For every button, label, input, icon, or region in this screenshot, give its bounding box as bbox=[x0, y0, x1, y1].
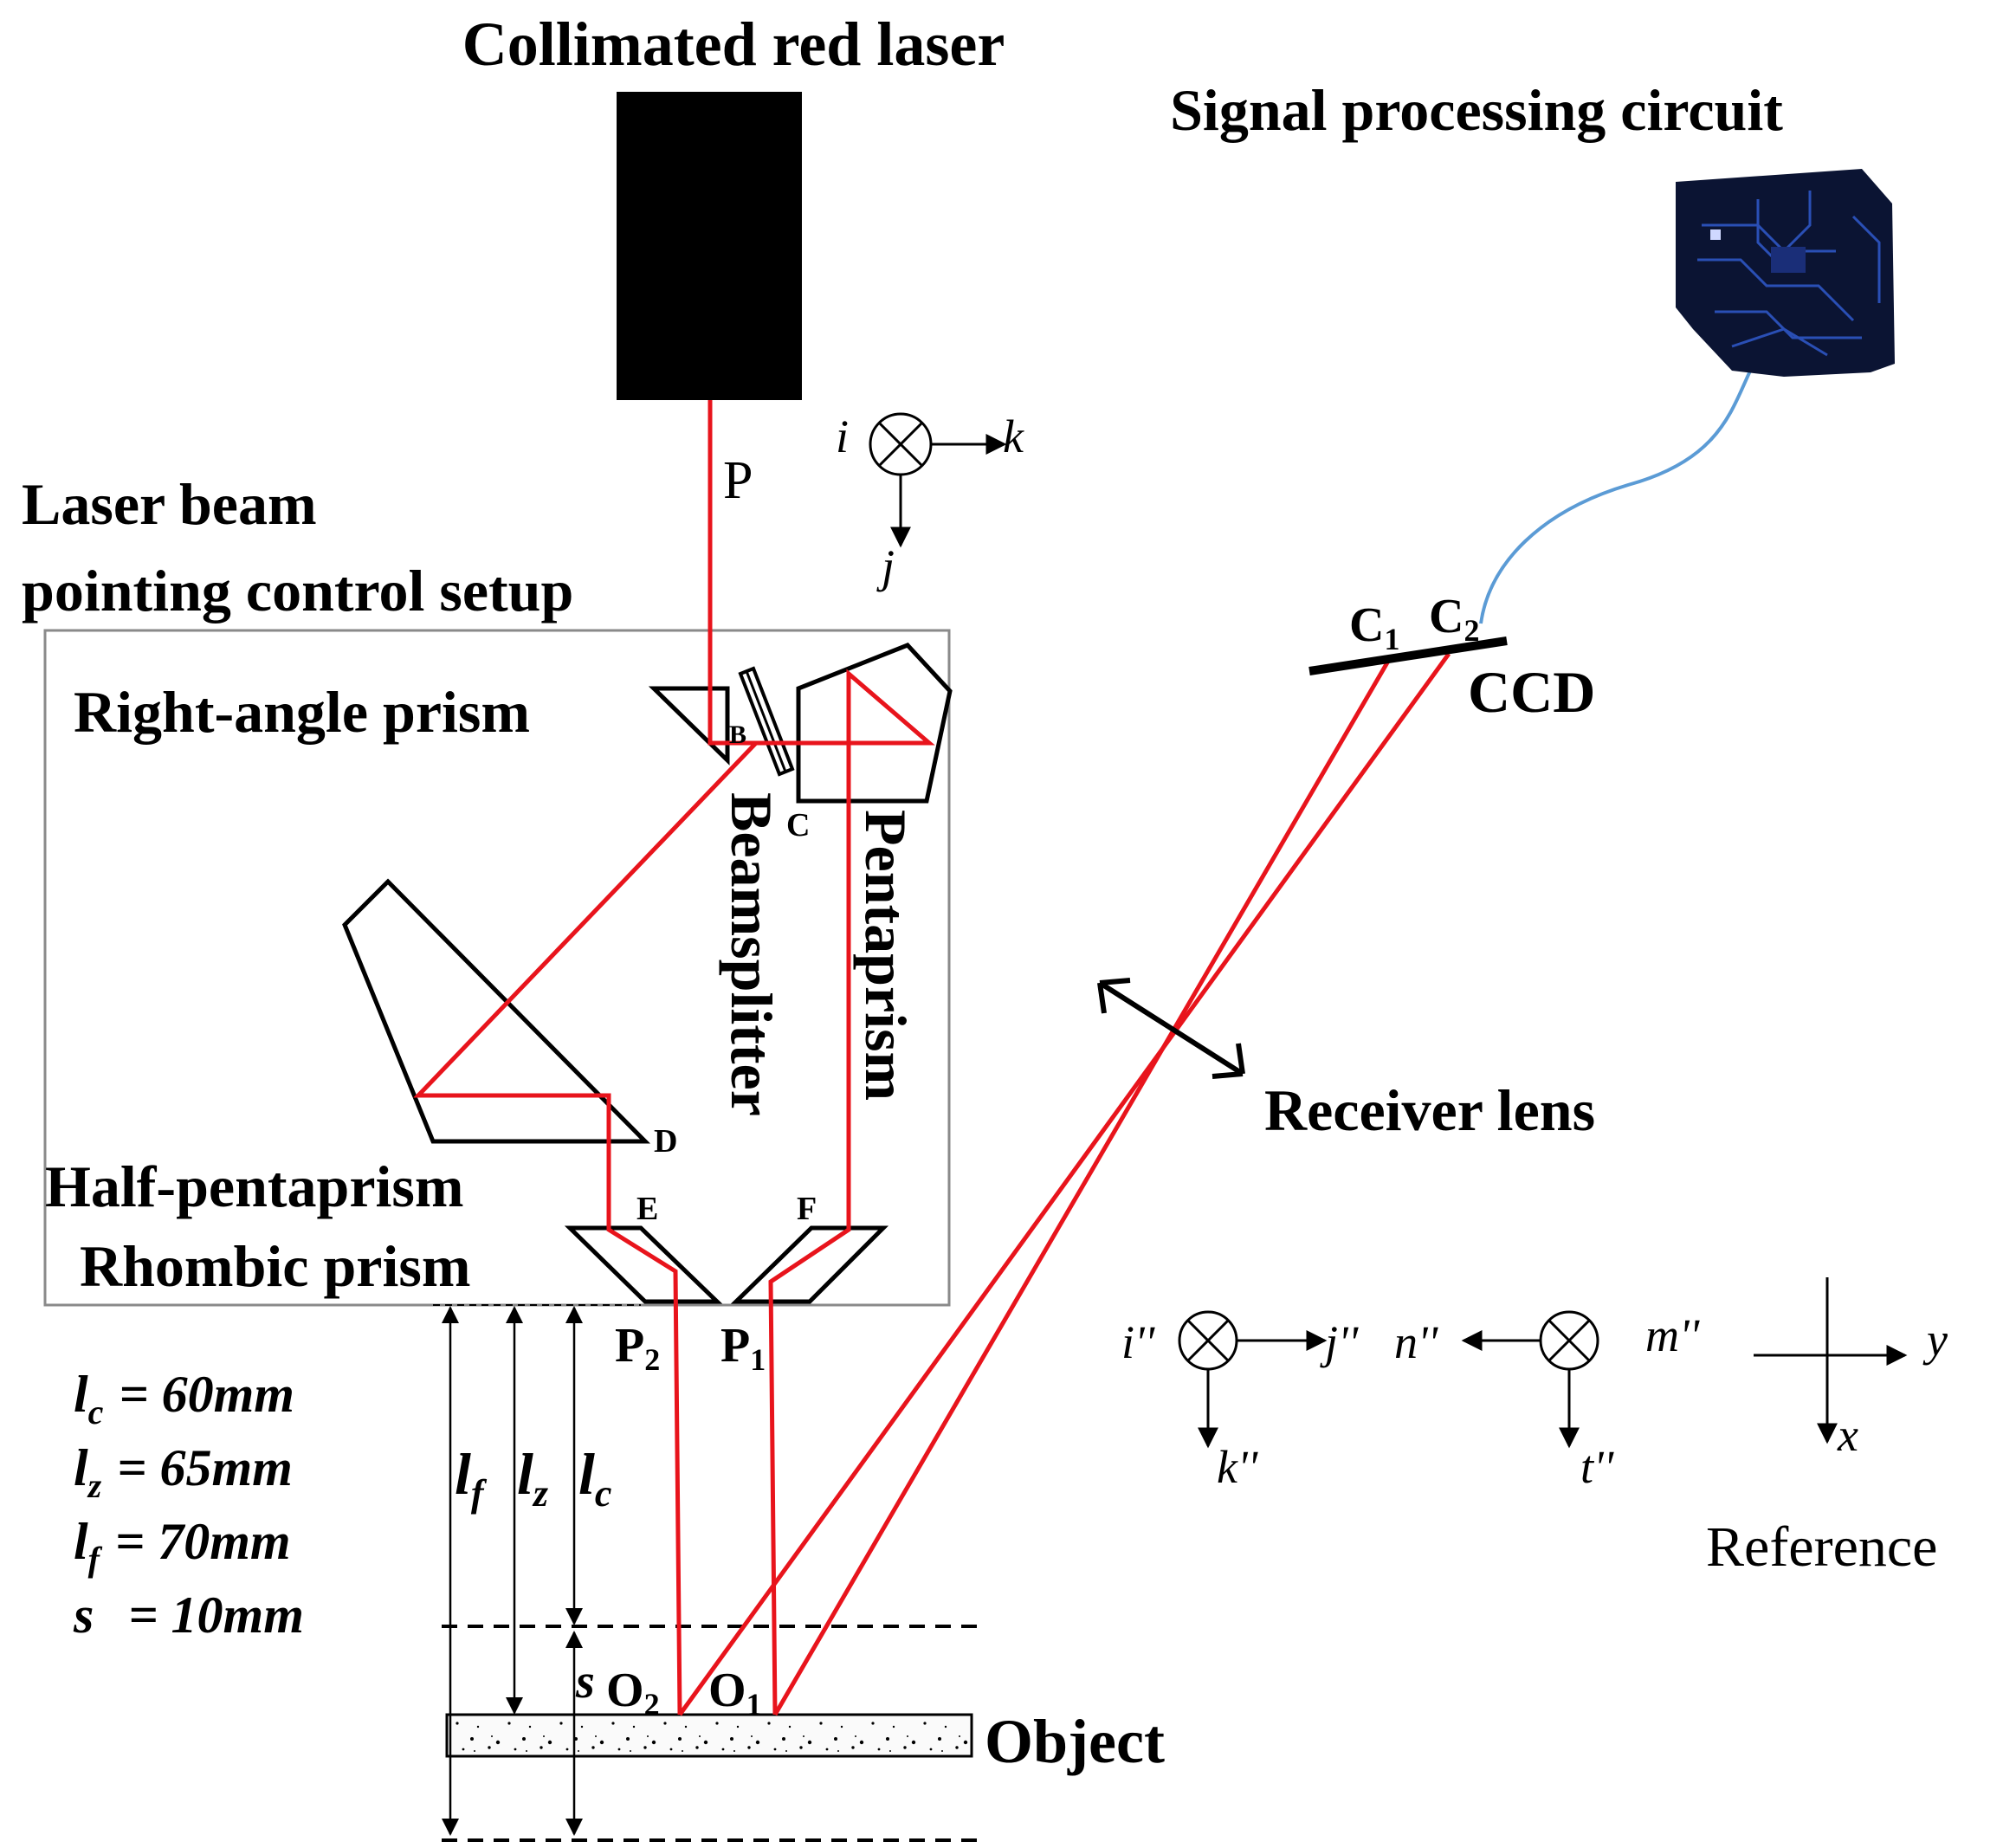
point-d-label: D bbox=[654, 1123, 677, 1160]
axis-k-label: k bbox=[1003, 410, 1024, 462]
beamsplitter-label: Beamsplitter bbox=[719, 792, 785, 1116]
axis-x-label: x bbox=[1837, 1409, 1858, 1461]
axis-t2-label: t'' bbox=[1580, 1441, 1615, 1493]
axis-j-label: j bbox=[876, 540, 895, 592]
ccd-label: CCD bbox=[1468, 659, 1595, 725]
point-b-label: B bbox=[729, 720, 746, 749]
axis-y-label: y bbox=[1922, 1314, 1948, 1366]
point-c1-label: C1 bbox=[1349, 598, 1399, 656]
object-plate bbox=[445, 1713, 973, 1758]
reference-axis-frame bbox=[1754, 1277, 1908, 1444]
rhombic-prism-label: Rhombic prism bbox=[80, 1233, 470, 1299]
dim-s-row: s= 10mm bbox=[73, 1586, 304, 1644]
point-p1-label: P1 bbox=[720, 1319, 766, 1377]
marker-lc: lc bbox=[578, 1441, 611, 1515]
point-c-label: C bbox=[786, 807, 810, 843]
top-axis-frame bbox=[869, 412, 1007, 548]
object-axis-frame bbox=[1461, 1310, 1599, 1449]
axis-n2-label: n'' bbox=[1394, 1316, 1439, 1368]
beamsplitter-plate bbox=[738, 666, 795, 777]
dim-lc-row: lc= 60mm bbox=[74, 1366, 294, 1431]
pentaprism bbox=[796, 643, 953, 804]
laser-label: Collimated red laser bbox=[462, 10, 1005, 79]
dim-lz-row: lz= 65mm bbox=[74, 1439, 293, 1505]
axis-i-label: i bbox=[836, 410, 849, 462]
point-o2-label: O2 bbox=[606, 1664, 660, 1722]
receiver-lens bbox=[1098, 980, 1244, 1076]
laser-body bbox=[617, 92, 802, 400]
point-e-label: E bbox=[636, 1191, 658, 1227]
signal-cable bbox=[1479, 363, 1755, 624]
reference-label: Reference bbox=[1706, 1515, 1937, 1579]
point-c2-label: C2 bbox=[1429, 590, 1479, 648]
point-o1-label: O1 bbox=[708, 1664, 762, 1722]
point-p2-label: P2 bbox=[615, 1319, 660, 1377]
axis-m2-label: m'' bbox=[1645, 1309, 1701, 1361]
half-pentaprism bbox=[342, 878, 650, 1144]
point-f-label: F bbox=[797, 1191, 817, 1227]
axis-j2-label: j'' bbox=[1320, 1316, 1360, 1368]
dim-lf-row: lf= 70mm bbox=[74, 1513, 291, 1579]
laser-beam-paths bbox=[413, 400, 1451, 1716]
dimension-table: lc= 60mm lz= 65mm lf= 70mm s= 10mm bbox=[73, 1366, 304, 1644]
rhombic-prism-right bbox=[730, 1225, 889, 1304]
setup-label-line2: pointing control setup bbox=[22, 558, 573, 624]
object-label: Object bbox=[985, 1707, 1165, 1776]
right-angle-prism-label: Right-angle prism bbox=[74, 679, 530, 745]
marker-lz: lz bbox=[517, 1441, 548, 1515]
receiver-lens-label: Receiver lens bbox=[1264, 1077, 1595, 1143]
circuit-board bbox=[1676, 169, 1895, 377]
rhombic-prism-left bbox=[564, 1225, 723, 1304]
marker-s: s bbox=[575, 1655, 595, 1709]
axis-k2-label: k'' bbox=[1217, 1441, 1259, 1493]
marker-lf: lf bbox=[455, 1441, 488, 1515]
half-pentaprism-label: Half-pentaprism bbox=[45, 1153, 464, 1219]
setup-label-line1: Laser beam bbox=[22, 471, 317, 537]
axis-i2-label: i'' bbox=[1121, 1316, 1156, 1368]
right-angle-prism bbox=[648, 686, 730, 766]
pentaprism-label: Pentaprism bbox=[853, 810, 919, 1101]
ccd-axis-frame bbox=[1178, 1310, 1328, 1449]
point-p-label: P bbox=[723, 451, 753, 510]
signal-circuit-label: Signal processing circuit bbox=[1170, 77, 1783, 143]
ccd-sensor bbox=[1308, 636, 1508, 675]
